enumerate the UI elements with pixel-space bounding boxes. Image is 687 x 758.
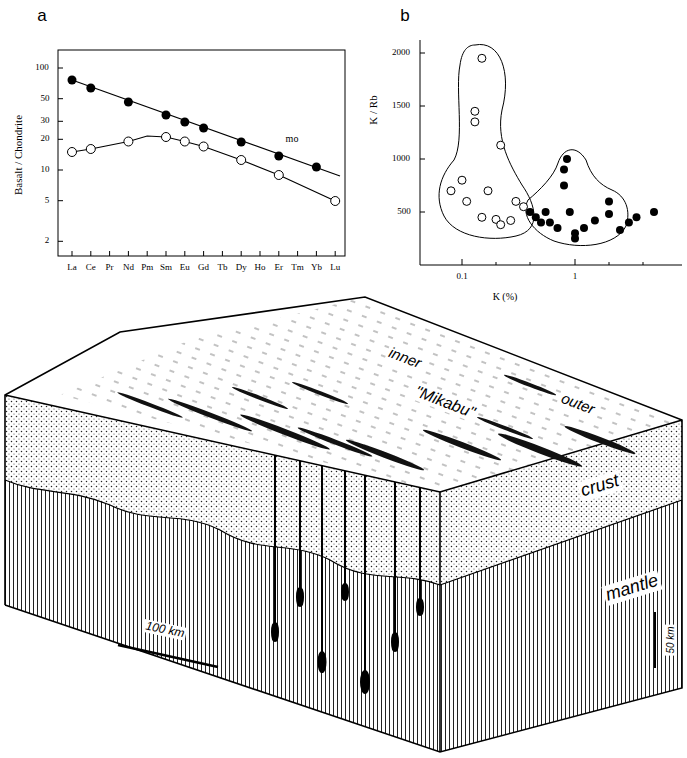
element-label: Gd bbox=[198, 263, 209, 273]
panel-letter: b bbox=[400, 7, 409, 26]
tick-label: 100 bbox=[35, 63, 49, 73]
tick-label: 20 bbox=[41, 134, 50, 144]
open-points bbox=[68, 133, 340, 206]
axis-title: K / Rb bbox=[367, 95, 379, 124]
block-diagram bbox=[5, 297, 682, 752]
open-field-outline bbox=[439, 44, 534, 238]
tick-label: 1000 bbox=[392, 154, 410, 164]
element-label: Eu bbox=[180, 263, 190, 273]
x-ticks bbox=[72, 251, 335, 256]
element-label: Ce bbox=[86, 263, 96, 273]
tick-label: 2 bbox=[45, 236, 50, 246]
tick-label: 1 bbox=[573, 272, 578, 282]
mantle-layer-right bbox=[440, 500, 682, 752]
filled-series-line bbox=[72, 80, 340, 176]
filled-field-outline bbox=[526, 150, 628, 246]
feeder-dikes bbox=[272, 455, 423, 693]
element-label: Nd bbox=[123, 263, 134, 273]
panel-letter: a bbox=[37, 7, 46, 26]
element-label: Tb bbox=[217, 263, 227, 273]
tick-label: 30 bbox=[41, 116, 50, 126]
ticks bbox=[420, 53, 643, 265]
mikabu-lenses bbox=[117, 373, 637, 473]
element-label: La bbox=[67, 263, 77, 273]
open-series-line bbox=[72, 136, 335, 201]
axis-title: Basalt / Chondrite bbox=[12, 115, 24, 195]
moho-line bbox=[5, 480, 440, 585]
tick-label: 10 bbox=[41, 165, 50, 175]
element-label: Er bbox=[275, 263, 284, 273]
element-label: Sm bbox=[160, 263, 172, 273]
mantle-layer-left bbox=[5, 480, 440, 752]
tick-label: 500 bbox=[397, 207, 411, 217]
element-label: Lu bbox=[330, 263, 340, 273]
scale-label: 50 km bbox=[665, 624, 676, 655]
element-label: Yb bbox=[311, 263, 322, 273]
tick-label: 1500 bbox=[392, 101, 410, 111]
axis-title: K (%) bbox=[493, 291, 518, 302]
element-label: Ho bbox=[255, 263, 266, 273]
ree-chart bbox=[58, 50, 345, 256]
tick-label: 0.1 bbox=[456, 272, 467, 282]
block-outline bbox=[5, 297, 682, 752]
filled-points bbox=[526, 155, 658, 243]
tick-label: 50 bbox=[41, 94, 50, 104]
element-label: Tm bbox=[291, 263, 304, 273]
element-label: Pr bbox=[106, 263, 114, 273]
filled-points bbox=[68, 76, 321, 172]
scale-bar bbox=[654, 612, 656, 668]
series-label: mo bbox=[286, 133, 299, 144]
tick-label: 5 bbox=[45, 196, 50, 206]
element-label: Dy bbox=[236, 263, 247, 273]
k-rb-chart bbox=[420, 40, 682, 265]
y-ticks bbox=[58, 68, 63, 241]
element-label: Pm bbox=[141, 263, 153, 273]
open-points bbox=[447, 54, 528, 228]
scale-bar bbox=[118, 645, 218, 667]
tick-label: 2000 bbox=[392, 48, 410, 58]
